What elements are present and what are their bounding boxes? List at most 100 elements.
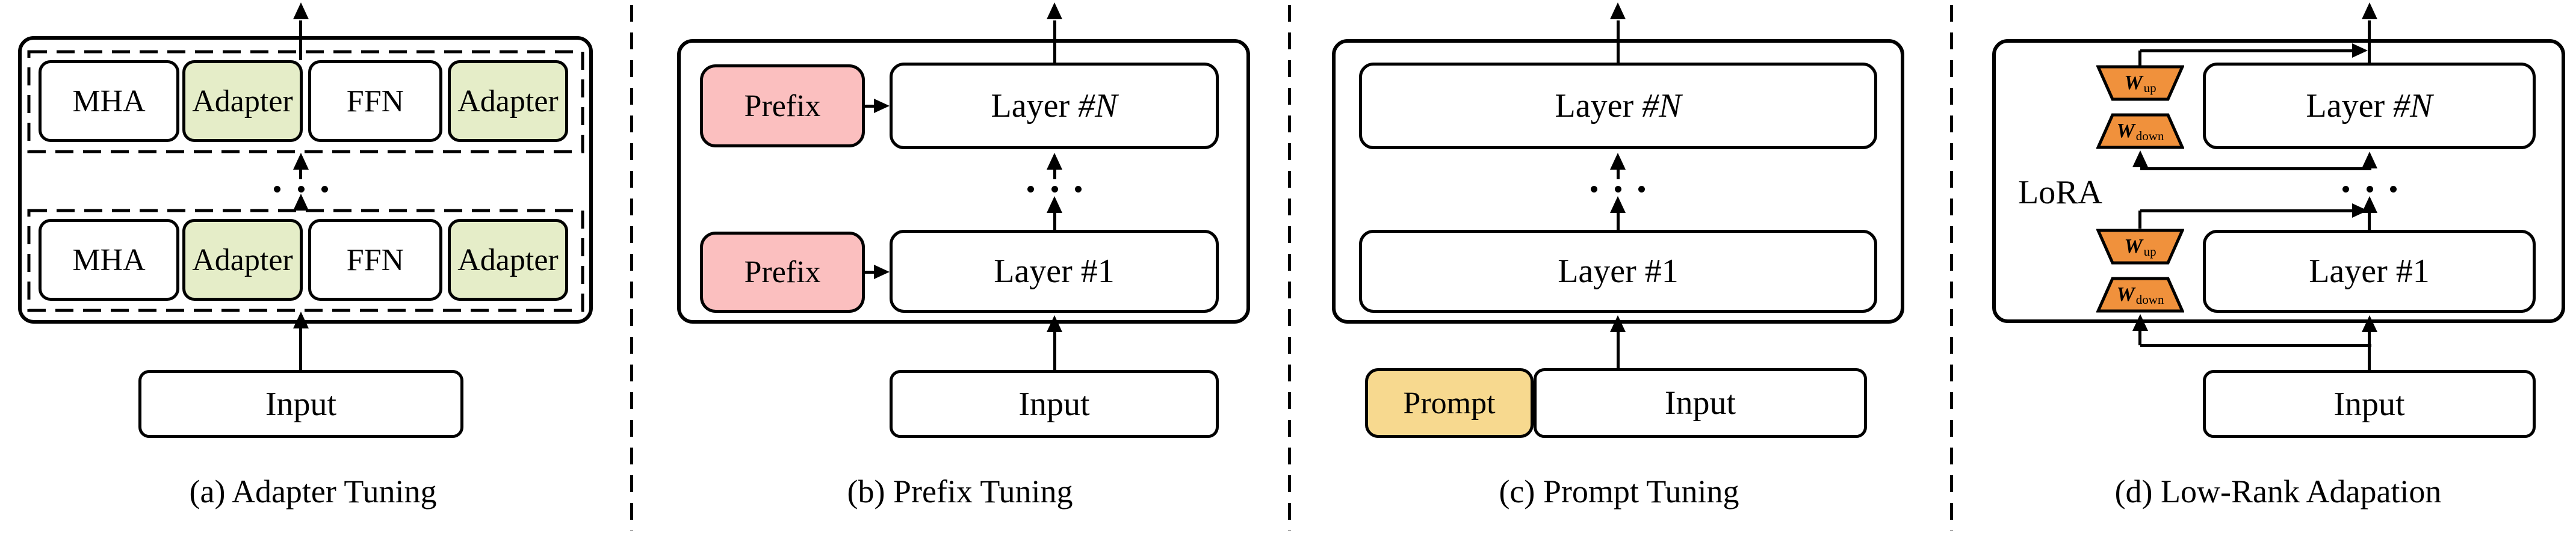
output-arrow-head [1047, 2, 1062, 19]
inter-layer-arrow-line [1617, 170, 1620, 179]
panel-caption: (c) Prompt Tuning [1499, 473, 1739, 510]
output-arrow-head [1610, 2, 1626, 19]
panel-caption: (a) Adapter Tuning [189, 473, 437, 510]
input-arrow-head [1047, 315, 1062, 332]
adapter-label: Adapter [457, 242, 559, 277]
layer-1-box: Layer #1 [1359, 230, 1877, 313]
inter-layer-arrow-head [1610, 196, 1626, 213]
input-box: Input [1534, 368, 1867, 438]
prompt-label: Prompt [1403, 386, 1496, 420]
ffn-box-bottom: FFN [308, 219, 442, 301]
input-arrow-head [2362, 315, 2377, 332]
layer-1-box: Layer #1 [2203, 230, 2536, 313]
layer-n-box: Layer #N [1359, 63, 1877, 149]
panel-caption: (b) Prefix Tuning [847, 473, 1073, 510]
prefix-arrow-line [864, 105, 877, 108]
lora-label: LoRA [2018, 174, 2102, 211]
inter-layer-arrow-line [1053, 170, 1056, 179]
inter-layer-arrow-head [2362, 152, 2377, 168]
layer-n-box: Layer #N [890, 63, 1219, 149]
prefix-arrow-head [874, 99, 890, 113]
prompt-box: Prompt [1365, 368, 1534, 438]
input-arrow-line [299, 328, 302, 371]
layer-1-label: Layer #1 [1558, 253, 1679, 290]
prefix-box-bottom: Prefix [700, 232, 865, 313]
mha-label: MHA [72, 84, 146, 119]
lora-merge-line [2138, 211, 2141, 229]
panel-caption: (d) Low-Rank Adapation [2114, 473, 2442, 510]
ffn-label: FFN [346, 84, 404, 119]
input-arrow-head [293, 312, 309, 328]
layer-1-label: Layer #1 [994, 253, 1115, 290]
output-arrow-line [299, 20, 302, 60]
lora-branch-arrow-head [2132, 150, 2148, 167]
input-label: Input [2333, 385, 2405, 423]
layer-n-label: Layer #N [2306, 87, 2433, 125]
ffn-label: FFN [346, 242, 404, 277]
input-arrow-line [2368, 332, 2371, 371]
input-arrow-head [1610, 315, 1626, 332]
prefix-box-top: Prefix [700, 64, 865, 147]
adapter-box-2: Adapter [448, 60, 568, 142]
layer-n-label: Layer #N [991, 87, 1118, 125]
input-arrow-line [1053, 332, 1056, 371]
inter-layer-arrow-head [1047, 153, 1062, 170]
input-box: Input [138, 370, 463, 438]
prefix-label: Prefix [744, 88, 821, 123]
transformer-layer-dashed-box-bottom [27, 209, 584, 312]
lora-branch-line [2140, 344, 2371, 347]
mha-box-top: MHA [39, 60, 179, 142]
inter-layer-arrow-head [1610, 153, 1626, 170]
layer-n-label: Layer #N [1555, 87, 1682, 125]
inter-layer-arrow-line [1617, 213, 1620, 230]
panel-divider [1950, 5, 1953, 531]
lora-merge-line [2138, 51, 2141, 66]
lora-merge-arrow-head [2352, 203, 2368, 218]
transformer-layer-dashed-box-top [27, 50, 584, 153]
prefix-label: Prefix [744, 255, 821, 289]
lora-branch-line [2140, 167, 2371, 170]
adapter-box-1: Adapter [182, 60, 303, 142]
ellipsis-dots [1591, 186, 1645, 193]
layer-1-box: Layer #1 [890, 230, 1219, 313]
lora-branch-line [2138, 331, 2141, 345]
input-label: Input [1664, 384, 1736, 422]
prefix-arrow-line [864, 271, 877, 274]
inter-layer-arrow-line [2368, 213, 2371, 230]
inter-layer-arrow-head [293, 194, 309, 211]
input-box: Input [2203, 370, 2536, 438]
input-label: Input [265, 385, 337, 423]
output-arrow-line [2368, 20, 2371, 63]
panel-divider [1288, 5, 1291, 531]
inter-layer-arrow-head [293, 153, 309, 170]
adapter-label: Adapter [457, 84, 559, 119]
adapter-box-4: Adapter [448, 219, 568, 301]
inter-layer-arrow-line [1053, 213, 1056, 230]
inter-layer-arrow-line [299, 170, 302, 179]
panel-divider [630, 5, 633, 531]
output-arrow-line [1053, 20, 1056, 64]
adapter-label: Adapter [192, 84, 293, 119]
lora-merge-line [2140, 209, 2352, 212]
ellipsis-dots [1027, 186, 1082, 193]
lora-merge-line [2140, 49, 2352, 52]
layer-1-label: Layer #1 [2309, 253, 2430, 290]
lora-merge-arrow-head [2352, 43, 2368, 58]
lora-branch-arrow-head [2132, 314, 2148, 331]
input-arrow-line [1617, 332, 1620, 369]
adapter-box-3: Adapter [182, 219, 303, 301]
input-box: Input [890, 370, 1219, 438]
input-label: Input [1018, 385, 1090, 423]
output-arrow-head [2362, 2, 2377, 19]
output-arrow-line [1617, 20, 1620, 64]
ffn-box-top: FFN [308, 60, 442, 142]
